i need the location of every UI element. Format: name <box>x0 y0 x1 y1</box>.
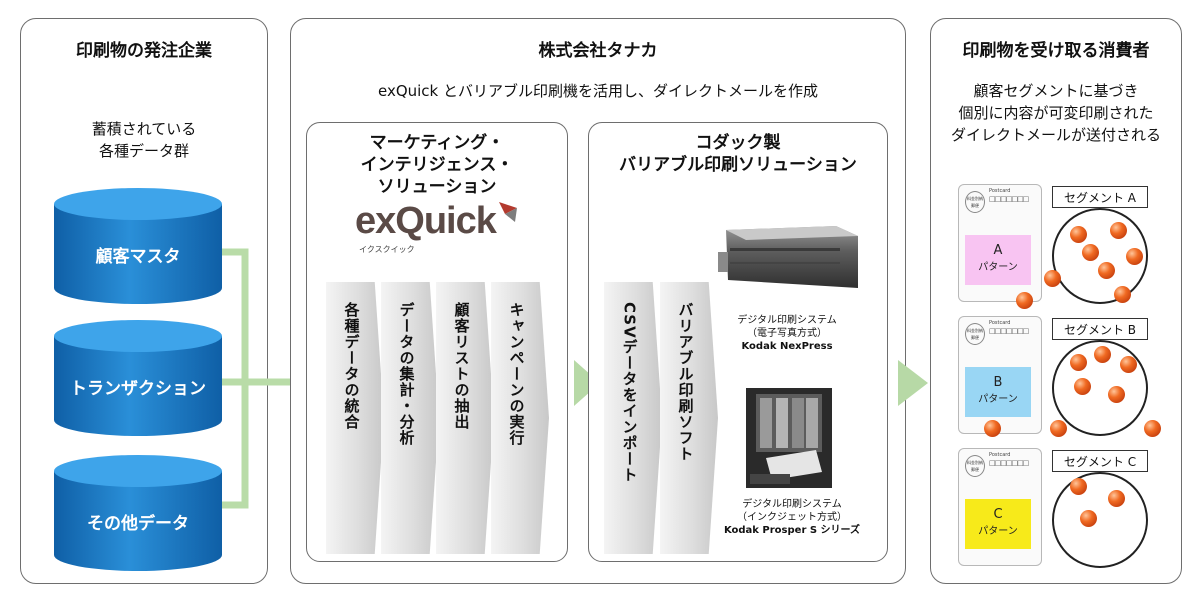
database-cylinder-icon <box>54 188 222 304</box>
cylinder-other-data: その他データ <box>54 455 222 573</box>
consumer-dot <box>984 420 1001 437</box>
consumer-caption: 顧客セグメントに基づき 個別に内容が可変印刷された ダイレクトメールが送付される <box>950 82 1161 144</box>
cylinder-customer-master: 顧客マスタ <box>54 188 222 306</box>
data-connector-lines <box>222 248 292 509</box>
consumer-dot <box>1108 490 1125 507</box>
consumer-dot <box>1114 286 1131 303</box>
postcard-b: 料金別納郵便 Postcard □□□□□□□ B パターン <box>958 316 1042 434</box>
ordering-company-title: 印刷物の発注企業 <box>76 41 212 61</box>
pattern-c: C パターン <box>965 499 1031 549</box>
consumer-dot <box>1098 262 1115 279</box>
postcard-label: Postcard <box>989 188 1011 194</box>
consumer-dot <box>1016 292 1033 309</box>
database-cylinder-icon <box>54 320 222 436</box>
stamp-mark: 料金別納郵便 <box>965 191 985 213</box>
tanaka-title: 株式会社タナカ <box>538 41 658 61</box>
stamp-mark: 料金別納郵便 <box>965 323 985 345</box>
consumer-dot <box>1074 378 1091 395</box>
segment-b-label: セグメント B <box>1052 318 1148 340</box>
segment-a-circle <box>1052 208 1148 304</box>
step-variable-software: バリアブル印刷ソフト <box>660 282 718 554</box>
prosper-printer-image <box>746 388 832 488</box>
cylinder-transaction: トランザクション <box>54 320 222 438</box>
cylinder-label: トランザクション <box>70 379 206 399</box>
nexpress-caption: デジタル印刷システム （電子写真方式） Kodak NexPress <box>737 315 837 352</box>
prosper-caption: デジタル印刷システム （インクジェット方式） Kodak Prosper S シ… <box>723 499 861 536</box>
flow-arrow-3 <box>898 360 928 406</box>
postcard-label: Postcard <box>989 320 1011 326</box>
consumer-dot <box>1080 510 1097 527</box>
postal-code-boxes: □□□□□□□ <box>989 195 1029 203</box>
consumer-title: 印刷物を受け取る消費者 <box>962 41 1150 61</box>
tanaka-subtitle: exQuick とバリアブル印刷機を活用し、ダイレクトメールを作成 <box>377 82 819 100</box>
consumer-dot <box>1120 356 1137 373</box>
cylinder-label: 顧客マスタ <box>95 247 181 267</box>
postal-code-boxes: □□□□□□□ <box>989 459 1029 467</box>
cylinder-label: その他データ <box>87 514 189 534</box>
segment-b-circle <box>1052 340 1148 436</box>
segment-c-label: セグメント C <box>1052 450 1148 472</box>
consumer-dot <box>1044 270 1061 287</box>
consumer-dot <box>1050 420 1067 437</box>
consumer-dot <box>1110 222 1127 239</box>
postcard-a: 料金別納郵便 Postcard □□□□□□□ A パターン <box>958 184 1042 302</box>
consumer-dot <box>1126 248 1143 265</box>
pattern-a: A パターン <box>965 235 1031 285</box>
consumer-dot <box>1108 386 1125 403</box>
mi-solution-title: マーケティング・ インテリジェンス・ ソリューション <box>360 133 514 197</box>
exquick-logo-text: exQuick <box>355 200 497 242</box>
consumer-dot <box>1082 244 1099 261</box>
logo-mark-icon <box>499 202 517 222</box>
consumer-dot <box>1144 420 1161 437</box>
step-data-analysis: データの集計・分析 <box>381 282 439 554</box>
consumer-dot <box>1094 346 1111 363</box>
step-customer-list: 顧客リストの抽出 <box>436 282 494 554</box>
nexpress-printer-image <box>718 226 858 288</box>
consumer-dot <box>1070 226 1087 243</box>
exquick-logo: exQuick イクスクイック <box>355 200 525 260</box>
postal-code-boxes: □□□□□□□ <box>989 327 1029 335</box>
stamp-mark: 料金別納郵便 <box>965 455 985 477</box>
consumer-dot <box>1070 354 1087 371</box>
pattern-b: B パターン <box>965 367 1031 417</box>
kodak-solution-title: コダック製 バリアブル印刷ソリューション <box>619 133 857 175</box>
data-caption: 蓄積されている 各種データ群 <box>91 120 197 160</box>
consumer-dot <box>1070 478 1087 495</box>
segment-c-circle <box>1052 472 1148 568</box>
segment-a-label: セグメント A <box>1052 186 1148 208</box>
step-csv-import: CSVデータをインポート <box>604 282 662 554</box>
postcard-label: Postcard <box>989 452 1011 458</box>
postcard-c: 料金別納郵便 Postcard □□□□□□□ C パターン <box>958 448 1042 566</box>
exquick-logo-sub: イクスクイック <box>359 245 415 254</box>
step-campaign: キャンペーンの実行 <box>491 282 549 554</box>
step-data-integration: 各種データの統合 <box>326 282 384 554</box>
database-cylinder-icon <box>54 455 222 571</box>
